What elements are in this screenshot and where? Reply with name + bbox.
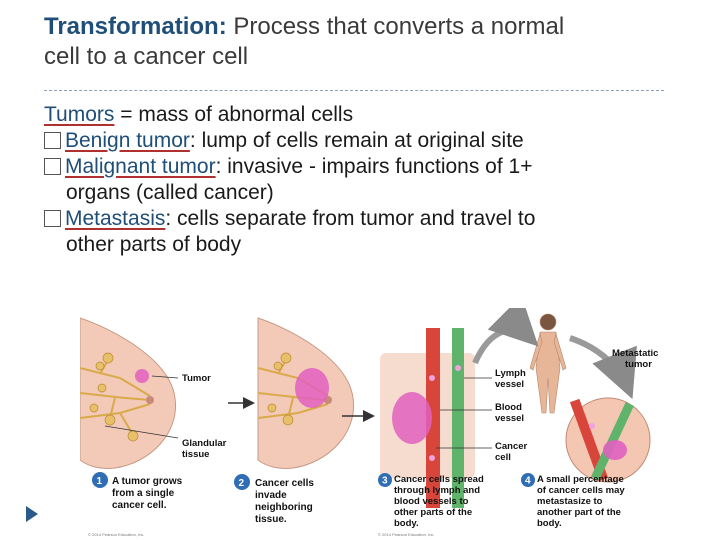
- title-term: Transformation:: [44, 13, 227, 40]
- bullet-continuation: other parts of body: [44, 232, 704, 258]
- slide-title: Transformation: Process that converts a …: [44, 12, 684, 72]
- step-text: body.: [537, 518, 562, 529]
- bullet-metastasis: Metastasis: cells separate from tumor an…: [44, 206, 704, 232]
- bullet-malignant: Malignant tumor: invasive - impairs func…: [44, 154, 704, 180]
- step-text: body.: [394, 518, 419, 529]
- human-body-figure: [530, 314, 566, 413]
- step-text: cancer cell.: [112, 500, 167, 511]
- label-blood-1: Blood: [495, 402, 522, 413]
- tumor-mark: [135, 369, 149, 383]
- label-lymph-1: Lymph: [495, 368, 526, 379]
- title-divider: [44, 90, 664, 91]
- step-3: 3 Cancer cells spread through lymph and …: [378, 473, 484, 529]
- intro-term: Tumors: [44, 103, 114, 126]
- bullet-continuation: organs (called cancer): [44, 180, 704, 206]
- breast-panel-1: [80, 318, 178, 469]
- breast-panel-2: [258, 318, 354, 469]
- bullet-term: Malignant tumor: [65, 155, 216, 178]
- bullet-text: : invasive - impairs functions of 1+: [216, 155, 533, 178]
- step-text: another part of the: [537, 507, 621, 518]
- step-text: metastasize to: [537, 496, 603, 507]
- label-blood-2: vessel: [495, 413, 524, 424]
- title-line2: cell to a cancer cell: [44, 42, 684, 72]
- label-cancer-1: Cancer: [495, 441, 528, 452]
- step-text: other parts of the: [394, 507, 472, 518]
- spread-arc-left: [475, 330, 530, 363]
- step-text: A tumor grows: [112, 476, 183, 487]
- bullet-term: Benign tumor: [65, 129, 190, 152]
- step-number: 4: [525, 476, 531, 487]
- bullet-list: Tumors = mass of abnormal cells Benign t…: [44, 102, 704, 258]
- label-metastatic-2: tumor: [625, 359, 652, 370]
- metastasis-panel: [566, 398, 650, 482]
- bullet-box-icon: [44, 210, 61, 227]
- step-text: from a single: [112, 488, 175, 499]
- copyright-right: © 2014 Pearson Education, Inc.: [378, 532, 435, 537]
- step-text: neighboring: [255, 502, 313, 513]
- bullet-term: Metastasis: [65, 207, 165, 230]
- step-text: A small percentage: [537, 474, 624, 485]
- label-glandular-2: tissue: [182, 449, 209, 460]
- label-cancer-2: cell: [495, 452, 511, 463]
- step-4: 4 A small percentage of cancer cells may…: [521, 473, 625, 529]
- title-line1: Process that converts a normal: [227, 13, 564, 40]
- intro-line: Tumors = mass of abnormal cells: [44, 102, 704, 128]
- invading-tumor-mark: [295, 368, 329, 408]
- step-number: 1: [97, 476, 103, 487]
- step-number: 2: [239, 478, 245, 489]
- label-glandular-1: Glandular: [182, 438, 227, 449]
- step-text: blood vessels to: [394, 496, 469, 507]
- bullet-text: : cells separate from tumor and travel t…: [165, 207, 535, 230]
- step-text: invade: [255, 490, 287, 501]
- bullet-box-icon: [44, 132, 61, 149]
- step-text: of cancer cells may: [537, 485, 625, 496]
- step-1: 1 A tumor grows from a single cancer cel…: [92, 472, 183, 511]
- spread-arc-right: [570, 338, 628, 388]
- bullet-box-icon: [44, 158, 61, 175]
- intro-rest: = mass of abnormal cells: [114, 103, 353, 126]
- label-metastatic-1: Metastatic: [612, 348, 658, 359]
- bullet-benign: Benign tumor: lump of cells remain at or…: [44, 128, 704, 154]
- play-icon[interactable]: [26, 506, 38, 522]
- label-tumor: Tumor: [182, 373, 211, 384]
- step-text: Cancer cells: [255, 478, 314, 489]
- metastasis-figure: Tumor Glandular tissue Lymph vessel Bloo…: [80, 308, 680, 540]
- copyright-left: © 2014 Pearson Education, Inc.: [88, 532, 145, 537]
- step-text: Cancer cells spread: [394, 474, 484, 485]
- step-2: 2 Cancer cells invade neighboring tissue…: [234, 474, 314, 525]
- label-lymph-2: vessel: [495, 379, 524, 390]
- step-text: through lymph and: [394, 485, 480, 496]
- step-number: 3: [382, 476, 388, 487]
- step-text: tissue.: [255, 514, 287, 525]
- bullet-text: : lump of cells remain at original site: [190, 129, 524, 152]
